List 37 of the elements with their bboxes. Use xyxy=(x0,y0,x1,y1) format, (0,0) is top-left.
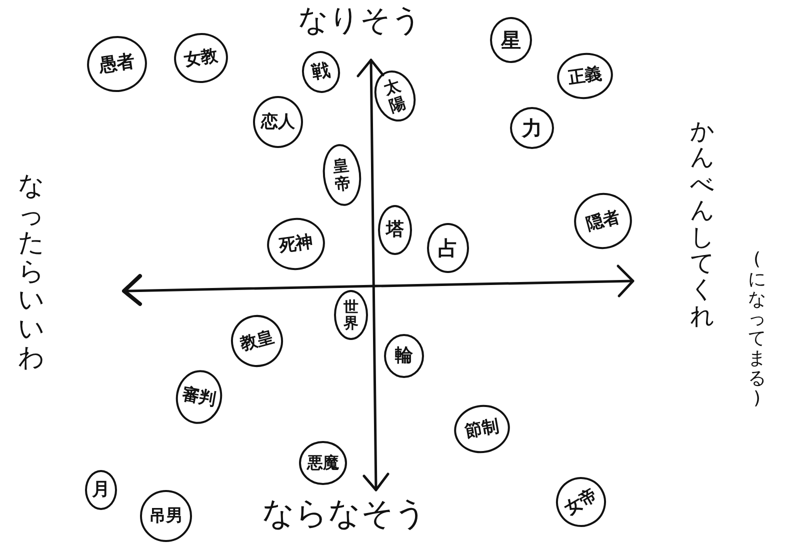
kanji-label: 皇帝 xyxy=(332,156,352,194)
kanji-label: 死神 xyxy=(278,232,314,256)
axis-label: ならなそう xyxy=(262,496,427,532)
kanji-label: 世界 xyxy=(344,298,358,332)
kanji-label: 戦 xyxy=(310,60,332,84)
axis-label: なりそう xyxy=(298,4,422,37)
kanji-label: 女帝 xyxy=(562,485,600,519)
circled-label xyxy=(253,96,303,148)
circled-label xyxy=(85,470,117,510)
kanji-label: 塔 xyxy=(386,220,404,240)
kanji-label: 愚者 xyxy=(98,52,136,76)
circled-label xyxy=(490,17,532,63)
kanji-label: 節制 xyxy=(464,416,500,442)
circled-label xyxy=(427,223,469,273)
circled-label xyxy=(334,290,368,340)
axis-label: なったらいいわ xyxy=(18,172,44,372)
kanji-label: 輪 xyxy=(395,346,413,366)
kanji-label: 吊男 xyxy=(149,506,183,526)
kanji-label: 教皇 xyxy=(238,328,276,354)
circled-label xyxy=(384,334,424,378)
kanji-label: 月 xyxy=(92,480,110,500)
axis-label: (になってまる) xyxy=(748,250,766,408)
kanji-label: 悪魔 xyxy=(307,454,339,472)
kanji-label: 太陽 xyxy=(382,76,408,116)
kanji-label: 占 xyxy=(438,237,458,259)
circled-label xyxy=(510,107,554,149)
kanji-label: 力 xyxy=(522,117,542,139)
kanji-label: 審判 xyxy=(180,384,218,410)
kanji-label: 星 xyxy=(501,29,521,51)
circled-label xyxy=(140,490,192,542)
kanji-label: 正義 xyxy=(566,64,604,88)
circled-label xyxy=(378,205,412,255)
circled-label xyxy=(299,441,347,485)
kanji-label: 恋人 xyxy=(261,112,295,132)
kanji-label: 女教 xyxy=(182,46,220,70)
kanji-label: 隠者 xyxy=(584,208,622,234)
axis-label: かんべんしてくれ xyxy=(690,118,714,330)
